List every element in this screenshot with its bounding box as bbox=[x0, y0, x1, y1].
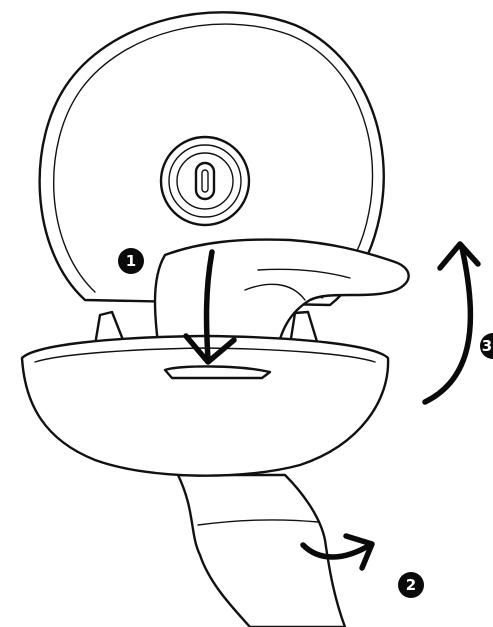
step-badge-1: 1 bbox=[118, 248, 144, 274]
arrow-up-icon bbox=[425, 244, 478, 402]
step-number-2: 2 bbox=[406, 576, 416, 594]
step-badge-2: 2 bbox=[398, 572, 424, 598]
step-badge-3: 3 bbox=[480, 333, 493, 359]
step-number-1: 1 bbox=[126, 252, 136, 270]
step-number-3: 3 bbox=[482, 337, 492, 355]
key-lock-icon bbox=[161, 137, 249, 225]
